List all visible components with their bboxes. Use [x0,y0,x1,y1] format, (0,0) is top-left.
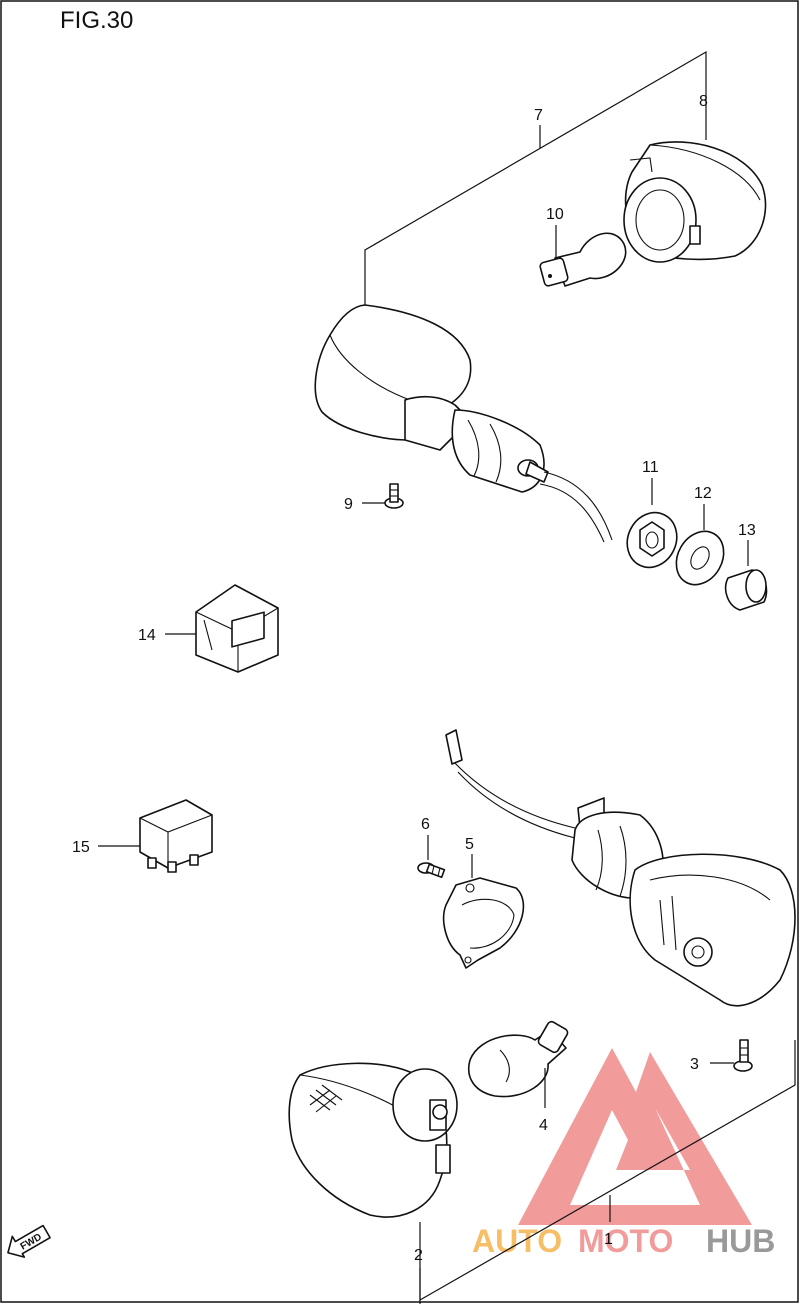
fwd-text: FWD [19,1232,44,1253]
part-9-screw [362,483,404,509]
callout-3: 3 [690,1056,699,1073]
callout-11: 11 [642,459,659,476]
watermark-text-moto: MOTO [578,1223,673,1259]
part-10-bulb [539,225,627,287]
watermark-triangle-icon [518,1048,752,1225]
callout-2: 2 [414,1247,423,1264]
part-5-gasket [442,854,525,969]
bracket-1-line [419,1040,796,1302]
watermark-text-hub: HUB [706,1223,775,1259]
part-lower-body [445,729,796,1007]
callout-7: 7 [534,107,543,124]
figure-title: FIG.30 [60,7,133,34]
part-15-flasher [98,799,213,873]
fwd-arrow-icon [7,1224,51,1258]
part-13-bushing [724,540,768,611]
fwd-badge: FWD [7,1224,51,1258]
callout-13: 13 [738,522,756,539]
callout-12: 12 [694,485,712,502]
part-14-relay [165,584,279,673]
part-2-lens [288,1062,458,1218]
bracket-7-8 [364,50,707,305]
part-6-screw [417,835,446,879]
part-12-washer [675,504,725,586]
callout-1: 1 [604,1231,613,1248]
callout-10: 10 [546,206,564,223]
callout-8: 8 [699,93,708,110]
callout-6: 6 [421,816,430,833]
part-11-nut [626,478,678,569]
callout-9: 9 [344,496,353,513]
watermark-text-auto: AUTO [472,1223,562,1259]
callout-14: 14 [138,627,156,644]
watermark-logo: AUTO MOTO HUB [472,1048,775,1259]
callout-15: 15 [72,839,90,856]
part-3-screw [710,1039,753,1072]
callout-5: 5 [465,836,474,853]
part-8-lens [623,141,767,263]
part-7-body [314,304,613,543]
part-4-bulb [468,1020,569,1108]
callout-4: 4 [539,1117,548,1134]
